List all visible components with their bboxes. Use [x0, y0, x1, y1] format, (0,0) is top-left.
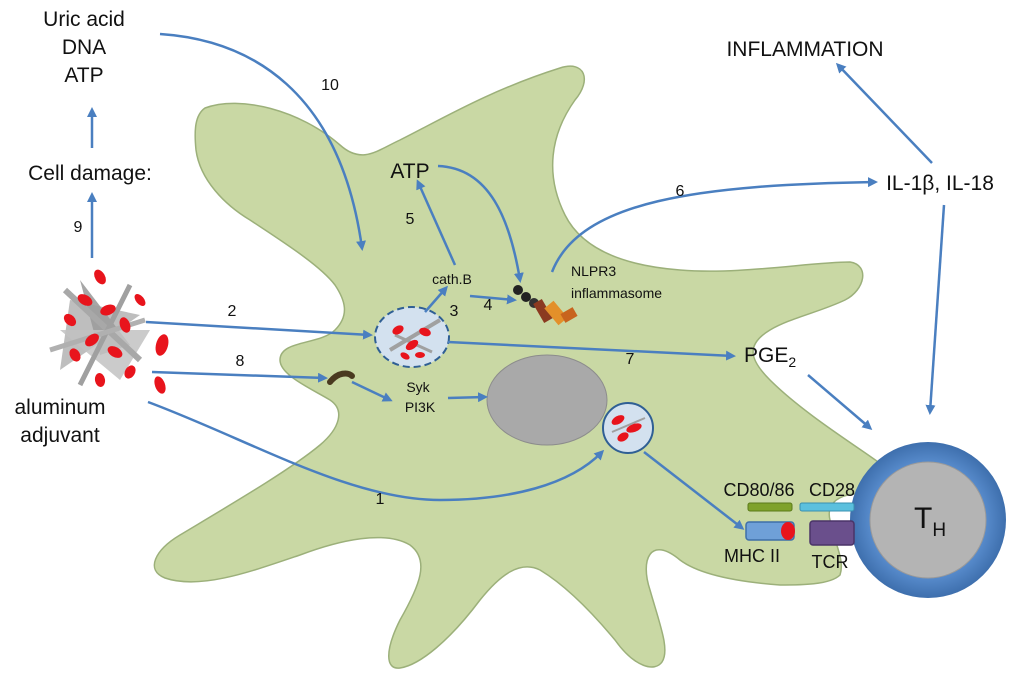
step-4: 4	[484, 297, 493, 314]
label-cell-damage: Cell damage:	[28, 162, 152, 185]
arrow-syk-to-nucleus	[447, 392, 488, 403]
step-3: 3	[450, 303, 459, 320]
step-1: 1	[376, 491, 385, 508]
cd80-86-bar	[747, 502, 793, 512]
step-5: 5	[406, 211, 415, 228]
inflammasome-complex	[513, 285, 578, 326]
label-cath-b: cath.B	[432, 271, 472, 287]
arrow-4	[469, 294, 517, 305]
arrow-vesicle-to-mhc	[643, 451, 745, 530]
step-7: 7	[626, 351, 635, 368]
step-2: 2	[228, 303, 237, 320]
step-8: 8	[236, 353, 245, 370]
step-9: 9	[74, 219, 83, 236]
label-tcr: TCR	[812, 552, 849, 572]
step-10: 10	[321, 77, 339, 94]
arrow-8	[151, 370, 328, 383]
arrow-10	[159, 32, 366, 251]
label-th-main: T	[914, 502, 932, 535]
aluminum-adjuvant-aggregate	[49, 269, 169, 394]
phagosome-dashed	[374, 306, 450, 368]
tcr-bar	[809, 520, 855, 546]
arrow-il-to-th	[925, 204, 946, 415]
label-mhc-ii: MHC II	[724, 546, 780, 566]
t-helper-cell	[850, 442, 1006, 598]
label-nlpr3: NLPR3	[571, 263, 616, 279]
arrow-2	[145, 320, 373, 340]
arrow-pge-to-th	[807, 374, 873, 430]
label-th-sub: H	[932, 520, 946, 541]
membrane-receptor	[327, 370, 355, 385]
arrow-receptor-to-syk	[351, 380, 393, 402]
mhc-antigen	[781, 522, 795, 540]
label-uric-acid: Uric acid	[43, 8, 125, 31]
arrow-7	[447, 340, 736, 361]
step-6: 6	[676, 183, 685, 200]
label-pge-main: PGE	[744, 344, 788, 367]
label-aluminum: aluminum	[14, 396, 105, 419]
arrow-6	[550, 177, 878, 273]
label-pge-sub: 2	[788, 354, 796, 370]
label-pge: PGE2	[744, 344, 796, 370]
label-cd28: CD28	[809, 480, 855, 500]
label-cd80-86: CD80/86	[723, 480, 794, 500]
label-atp-cell: ATP	[390, 160, 429, 183]
label-dna: DNA	[62, 36, 106, 59]
label-adjuvant: adjuvant	[20, 424, 100, 447]
label-inflammation: INFLAMMATION	[726, 38, 883, 61]
label-syk: Syk	[406, 379, 430, 395]
arrow-1	[147, 400, 605, 502]
label-pi3k: PI3K	[405, 399, 436, 415]
endosome-solid	[602, 402, 654, 454]
arrow-3	[424, 285, 448, 313]
label-il: IL-1β, IL-18	[886, 172, 994, 195]
label-inflammasome: inflammasome	[571, 285, 662, 301]
label-th: TH	[914, 502, 946, 541]
label-atp-top: ATP	[64, 64, 103, 87]
arrow-atp-to-inflammasome	[437, 164, 524, 283]
cd28-bar	[799, 502, 855, 512]
nucleus	[486, 354, 608, 446]
arrow-5	[416, 179, 457, 266]
arrow-il-to-inflammation	[835, 62, 933, 164]
